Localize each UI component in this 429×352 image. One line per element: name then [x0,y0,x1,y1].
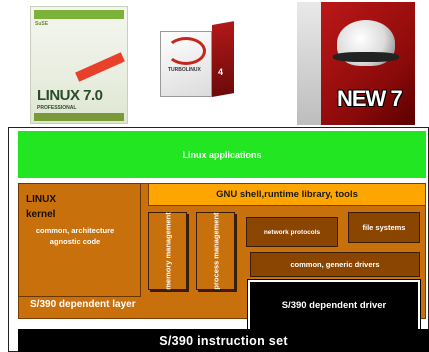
suse-box-title: LINUX 7.0 [37,87,103,104]
turbolinux-box-image: TURBOLINUX 4 [160,21,240,100]
linux-kernel-block [18,183,141,297]
s390-dependent-layer-label: S/390 dependent layer [30,299,136,310]
common-generic-drivers-block: common, generic drivers [250,252,420,277]
s390-instruction-set-layer: S/390 instruction set [18,329,429,352]
linux-kernel-title-line2: kernel [26,209,56,220]
file-systems-block: file systems [348,212,420,243]
turbolinux-box-side [212,21,234,98]
linux-kernel-title-line1: LINUX [26,194,56,205]
turbolinux-box-brand: TURBOLINUX [168,67,201,73]
redhat-box-image: NEW 7 [297,2,415,125]
memory-management-block: memory management [148,212,187,290]
suse-linux-box-image: SuSE LINUX 7.0 PROFESSIONAL [30,6,128,124]
process-management-block: process management [196,212,235,290]
process-management-label: process management [211,212,220,290]
suse-logo: SuSE [35,21,49,27]
linux-kernel-title: LINUX kernel [26,192,56,222]
s390-dependent-driver-block: S/390 dependent driver [247,279,421,333]
suse-box-top-stripe [34,10,124,19]
turbolinux-box-version: 4 [218,67,224,77]
gnu-tools-layer: GNU shell,runtime library, tools [148,183,426,206]
linux-applications-layer: Linux applications [18,131,426,178]
suse-box-red-band [75,52,125,82]
network-protocols-block: network protocols [246,217,338,247]
suse-box-footer-stripe [34,113,124,121]
redhat-new-badge: NEW 7 [337,86,403,111]
linux-kernel-subtitle: common, architecture agnostic code [35,226,115,246]
suse-box-edition: PROFESSIONAL [37,105,77,111]
turbolinux-swirl-icon [166,37,206,65]
memory-management-label: memory management [163,212,172,290]
redhat-box-side [297,2,321,125]
redhat-hat-band [333,52,399,62]
